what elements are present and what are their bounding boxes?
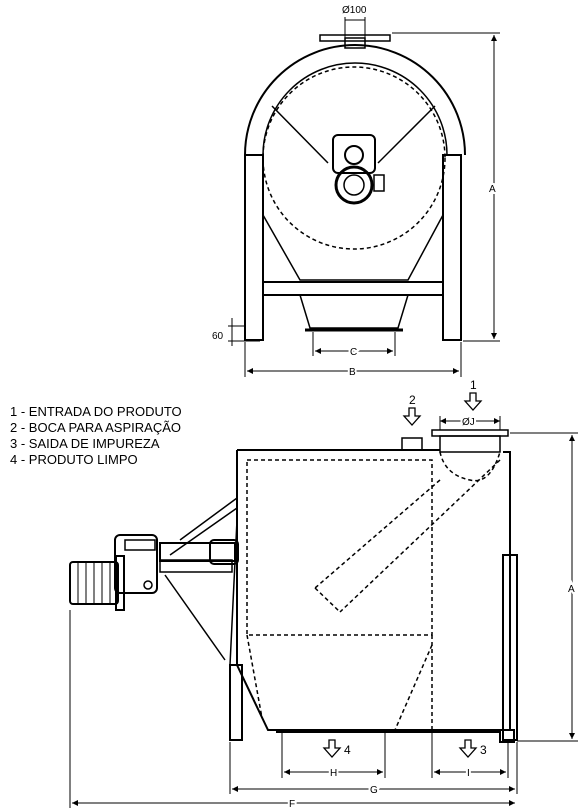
- motor-flange-side: [115, 555, 125, 611]
- dim-60: 60: [212, 331, 224, 342]
- marker-3-label: 3: [480, 743, 487, 757]
- motor-center: [343, 174, 365, 196]
- dim-i: I: [467, 768, 470, 779]
- side-dim-labels: 1 2 4 3 ØJ A H I G F: [287, 378, 577, 808]
- v-line-right: [377, 105, 436, 164]
- gearbox: [114, 534, 158, 594]
- dim-a-front: A: [489, 184, 496, 195]
- side-view: [69, 429, 518, 743]
- side-dimensions: [69, 416, 578, 808]
- legend-item-4: 4 - PRODUTO LIMPO: [10, 452, 138, 467]
- motor-flange: [334, 165, 374, 205]
- bottom-funnel: [299, 294, 409, 329]
- outer-dome: [244, 44, 466, 156]
- drive-shaft: [159, 542, 236, 562]
- shaft-support-plate: [159, 559, 233, 573]
- inner-chamber: [246, 459, 433, 636]
- marker-4-label: 4: [344, 743, 351, 757]
- marker-4-arrow: [322, 739, 342, 758]
- dim-j: ØJ: [462, 417, 475, 428]
- motor-box: [373, 174, 385, 192]
- marker-1-label: 1: [470, 378, 477, 392]
- inlet-neck: [439, 435, 501, 453]
- left-leg: [244, 154, 264, 341]
- right-column: [502, 554, 518, 741]
- marker-1-arrow: [463, 392, 483, 411]
- inlet-pipe-path: [439, 451, 501, 482]
- dim-pipe-diameter: Ø100: [342, 5, 367, 16]
- dim-c: C: [350, 347, 357, 358]
- support-arm-2: [164, 574, 226, 661]
- support-arm: [169, 497, 238, 666]
- front-dim-labels: Ø100 A 60 C B: [212, 5, 498, 380]
- right-leg: [442, 154, 462, 341]
- top-flange: [319, 34, 391, 42]
- legend-item-1: 1 - ENTRADA DO PRODUTO: [10, 404, 182, 419]
- dim-a-side: A: [568, 584, 575, 595]
- legend-item-3: 3 - SAIDA DE IMPUREZA: [10, 436, 160, 451]
- dim-b: B: [349, 367, 356, 378]
- dim-f: F: [289, 799, 295, 808]
- marker-3-arrow: [458, 739, 478, 758]
- front-dimensions: [228, 17, 500, 377]
- motor-housing: [332, 134, 376, 174]
- dim-h: H: [330, 768, 337, 779]
- aspiration-port: [401, 437, 423, 451]
- marker-2-label: 2: [409, 393, 416, 407]
- right-foot: [499, 729, 515, 743]
- v-line-left: [271, 105, 329, 164]
- gearbox-top: [124, 539, 156, 551]
- shaft-coupling: [209, 539, 239, 565]
- front-view: [244, 34, 466, 341]
- dim-g: G: [370, 785, 378, 796]
- flow-markers: [322, 392, 483, 758]
- body-outline: [236, 450, 511, 731]
- inlet-pipe: [344, 37, 366, 49]
- inlet-flange: [431, 429, 509, 437]
- motor-gear-upper: [344, 145, 364, 165]
- left-leg-side: [229, 664, 243, 741]
- hopper-body: [262, 214, 444, 281]
- marker-2-arrow: [402, 407, 422, 426]
- inner-dome: [262, 62, 448, 156]
- drum-outline: [262, 66, 446, 250]
- legend: 1 - ENTRADA DO PRODUTO 2 - BOCA PARA ASP…: [10, 404, 182, 468]
- legend-item-2: 2 - BOCA PARA ASPIRAÇÃO: [10, 420, 181, 435]
- gearbox-bolt: [143, 580, 153, 590]
